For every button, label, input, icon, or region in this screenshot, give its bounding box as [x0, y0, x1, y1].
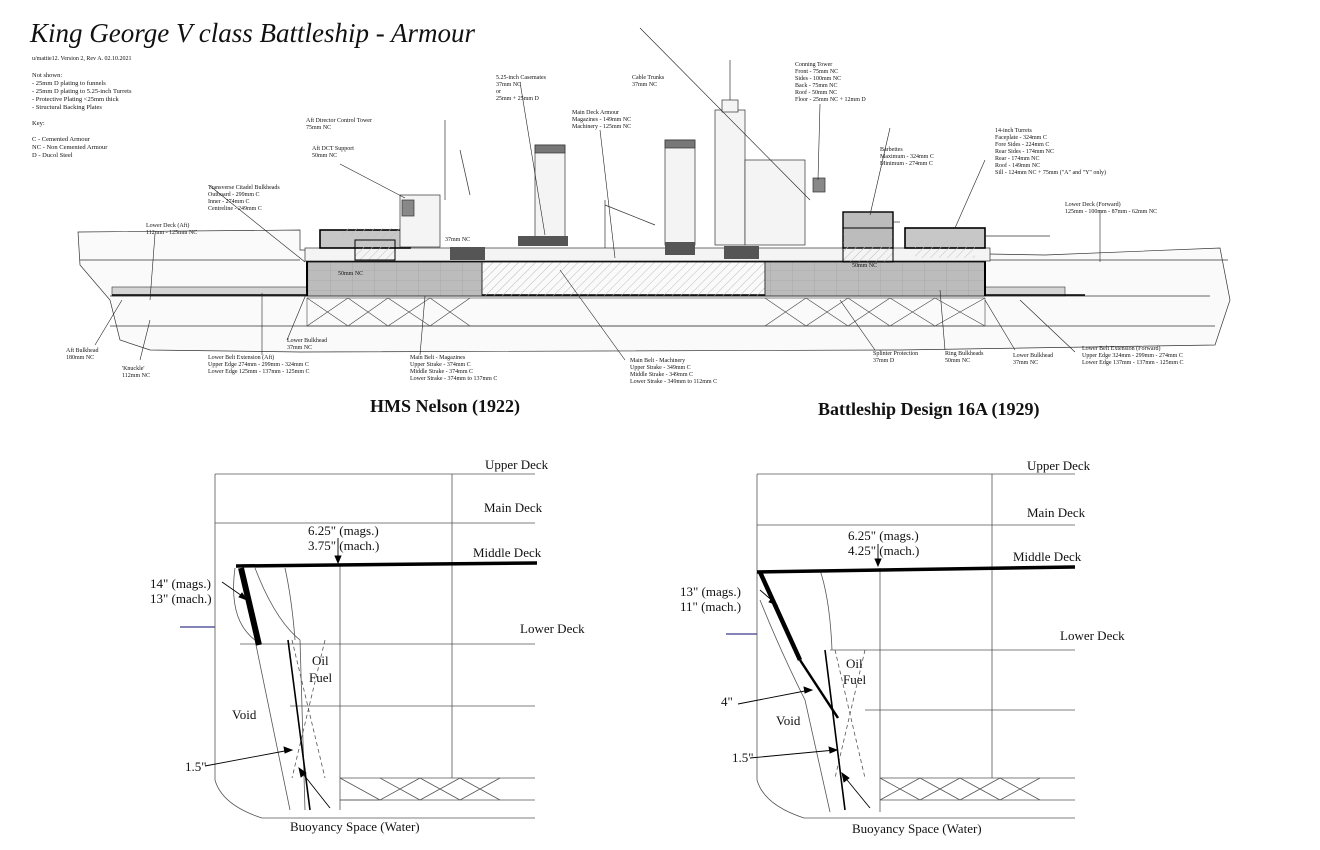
- design16a-buoyancy-label: Buoyancy Space (Water): [852, 821, 982, 836]
- main-belt-fwd-grid: [764, 261, 986, 297]
- label-lower-belt-extension-forward: Lower Belt Extension (Forward) Upper Edg…: [1082, 346, 1184, 366]
- section-title-nelson: HMS Nelson (1922): [370, 396, 520, 416]
- design16a-upper-deck-label: Upper Deck: [1027, 458, 1091, 473]
- label-lower-bulkhead-forward: Lower Bulkhead 37mm NC: [1013, 353, 1054, 366]
- design16a-fuel-label: Fuel: [843, 672, 867, 687]
- label-14-inch-turrets: 14-inch Turrets Faceplate - 324mm C Fore…: [995, 128, 1107, 176]
- label-knuckle: 'Knuckle' 112mm NC: [122, 366, 150, 379]
- nelson-belt-mach: 13" (mach.): [150, 591, 212, 606]
- nelson-lower-deck-label: Lower Deck: [520, 621, 585, 636]
- byline: u/mattie12. Version 2, Rev A. 02.10.2021: [32, 56, 132, 62]
- design16a-oil-label: Oil: [846, 656, 863, 671]
- design16a-lower-deck-label: Lower Deck: [1060, 628, 1125, 643]
- design16a-belt-mach: 11" (mach.): [680, 599, 742, 614]
- label-aft-bulkhead: Aft Bulkhead 180mm NC: [66, 348, 99, 361]
- design16a-middle-deck-label: Middle Deck: [1013, 549, 1082, 564]
- notes-and-key: Not shown: - 25mm D plating to funnels -…: [32, 72, 132, 159]
- main-belt-machinery: [481, 261, 766, 297]
- label-main-deck-armour: Main Deck Armour Magazines - 149mm NC Ma…: [572, 110, 632, 130]
- nelson-main-belt: [238, 567, 262, 646]
- nelson-bulkhead-label: 1.5": [185, 759, 207, 774]
- nelson-oil-label: Oil: [312, 653, 329, 668]
- nelson-deck-armour-mags: 6.25" (mags.): [308, 523, 379, 538]
- label-aft-dct-support: Aft DCT Support 50mm NC: [312, 146, 354, 159]
- nelson-belt-mags: 14" (mags.): [150, 576, 211, 591]
- nelson-middle-deck-armour: [235, 561, 538, 568]
- label-50mm-nc-fwd: 50mm NC: [852, 263, 878, 269]
- label-50mm-nc-aft: 50mm NC: [338, 271, 364, 277]
- design16a-main-deck-label: Main Deck: [1027, 505, 1086, 520]
- design16a-belt-mags: 13" (mags.): [680, 584, 741, 599]
- nelson-main-deck-label: Main Deck: [484, 500, 543, 515]
- design16a-deck-armour-mach: 4.25" (mach.): [848, 543, 920, 558]
- label-splinter-protection: Splinter Protection 37mm D: [873, 351, 919, 364]
- nelson-upper-deck-label: Upper Deck: [485, 457, 549, 472]
- page-title: King George V class Battleship - Armour: [30, 18, 475, 48]
- label-cable-trunks: Cable Trunks 37mm NC: [632, 75, 665, 88]
- label-lower-belt-extension-aft: Lower Belt Extension (Aft) Upper Edge 27…: [208, 355, 310, 375]
- label-main-belt-magazines: Main Belt - Magazines Upper Strake - 374…: [410, 355, 498, 382]
- nelson-fuel-label: Fuel: [309, 670, 333, 685]
- label-main-belt-machinery: Main Belt - Machinery Upper Strake - 349…: [630, 358, 718, 385]
- nelson-middle-deck-label: Middle Deck: [473, 545, 542, 560]
- design16a-deck-armour-mags: 6.25" (mags.): [848, 528, 919, 543]
- section-title-design-16a: Battleship Design 16A (1929): [818, 399, 1040, 419]
- label-aft-director-control-tower: Aft Director Control Tower 75mm NC: [306, 118, 372, 131]
- conning-tower: [812, 177, 826, 193]
- label-37mm-nc: 37mm NC: [445, 237, 471, 243]
- design16a-main-belt: [757, 571, 803, 661]
- label-transverse-citadel-bulkheads: Transverse Citadel Bulkheads Outboard - …: [208, 185, 280, 212]
- label-barbettes: Barbettes Maximum - 324mm C Minimum - 27…: [880, 147, 934, 167]
- design16a-middle-deck-armour: [756, 565, 1076, 574]
- label-ring-bulkheads: Ring Bulkheads 50mm NC: [945, 351, 984, 364]
- nelson-buoyancy-label: Buoyancy Space (Water): [290, 819, 420, 834]
- design16a-lower-belt-label: 4": [721, 694, 733, 709]
- design16a-torpedo-bulkhead: [824, 649, 846, 811]
- ship-profile-drawing: [77, 27, 1231, 361]
- label-conning-tower: Conning Tower Front - 75mm NC Sides - 10…: [795, 62, 866, 103]
- label-lower-bulkhead-aft: Lower Bulkhead 37mm NC: [287, 338, 328, 351]
- nelson-void-label: Void: [232, 707, 257, 722]
- label-lower-deck-forward: Lower Deck (Forward) 125mm - 100mm - 87m…: [1065, 202, 1158, 215]
- nelson-deck-armour-mach: 3.75" (mach.): [308, 538, 380, 553]
- design16a-void-label: Void: [776, 713, 801, 728]
- label-lower-deck-aft: Lower Deck (Aft) 112mm - 125mm NC: [146, 223, 198, 236]
- nelson-torpedo-bulkhead: [287, 639, 311, 811]
- design16a-bulkhead-label: 1.5": [732, 750, 754, 765]
- label-casemates: 5.25-inch Casemates 37mm NC or 25mm + 25…: [496, 75, 546, 102]
